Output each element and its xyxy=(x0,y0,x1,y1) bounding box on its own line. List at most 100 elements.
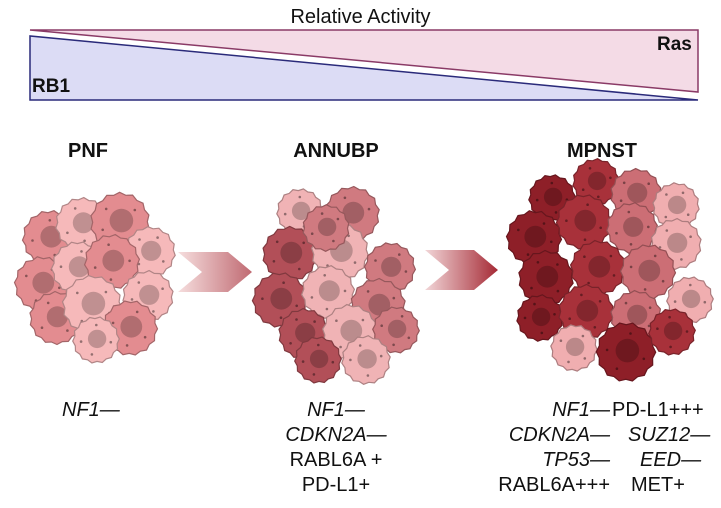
cell-granule xyxy=(554,211,558,214)
cell-granule xyxy=(658,246,662,249)
cell-nucleus xyxy=(576,299,599,322)
cell-granule xyxy=(59,265,63,269)
relative-activity-title: Relative Activity xyxy=(290,6,431,28)
cell-granule xyxy=(648,306,652,310)
cell-granule xyxy=(109,278,113,281)
marker-mpnst-met: MET+ xyxy=(631,474,685,496)
cell-granule xyxy=(609,254,613,258)
cell-nucleus xyxy=(309,349,329,369)
cell-granule xyxy=(689,235,692,238)
cell-granule xyxy=(95,323,98,327)
cell-granule xyxy=(80,250,83,253)
cell-granule xyxy=(535,198,539,202)
cell-granule xyxy=(530,286,533,290)
cell-nucleus xyxy=(588,255,611,278)
cell-granule xyxy=(73,207,77,210)
cell-nucleus xyxy=(667,232,688,253)
marker-annubp-cdkn2a: CDKN2A— xyxy=(285,424,387,446)
cell-nucleus xyxy=(139,284,160,305)
cell-granule xyxy=(629,243,633,246)
cell-granule xyxy=(615,231,618,235)
cell-granule xyxy=(25,274,28,278)
mpnst-cell-cluster xyxy=(505,158,714,382)
stage-title-annubp: ANNUBP xyxy=(293,140,379,162)
cell-granule xyxy=(629,265,633,269)
cell-granule xyxy=(366,290,370,293)
cell-granule xyxy=(332,239,335,243)
cell-granule xyxy=(568,317,571,321)
cell-granule xyxy=(553,313,556,316)
cell-granule xyxy=(137,281,141,284)
cell-granule xyxy=(653,254,657,258)
cell-granule xyxy=(593,326,597,329)
cell-granule xyxy=(619,199,623,202)
cell-granule xyxy=(612,274,616,277)
cell-granule xyxy=(685,330,689,333)
cell-nucleus xyxy=(543,187,563,207)
cell-granule xyxy=(310,296,314,299)
cell-granule xyxy=(295,318,298,321)
cell-granule xyxy=(272,260,276,263)
cell-granule xyxy=(317,343,320,347)
cell-granule xyxy=(392,296,396,300)
cell-granule xyxy=(599,226,602,230)
cell-granule xyxy=(605,348,609,352)
cell-nucleus xyxy=(81,291,106,316)
pnf-cell-cluster xyxy=(13,191,176,364)
cell-granule xyxy=(550,240,553,244)
cell-granule xyxy=(526,253,530,256)
cell-nucleus xyxy=(141,240,162,261)
cell-nucleus xyxy=(623,216,644,237)
cell-granule xyxy=(643,288,647,291)
cell-granule xyxy=(161,287,164,291)
cell-granule xyxy=(542,222,546,225)
marker-mpnst-eed: EED— xyxy=(640,449,702,471)
cell-granule xyxy=(289,342,292,345)
cell-nucleus xyxy=(574,209,597,232)
ras-activity-wedge xyxy=(29,29,699,93)
cell-granule xyxy=(374,259,377,262)
cell-granule xyxy=(323,274,327,277)
cell-granule xyxy=(31,239,34,242)
cell-granule xyxy=(624,301,628,305)
cell-granule xyxy=(622,181,626,185)
cell-granule xyxy=(681,191,685,195)
cell-granule xyxy=(597,195,600,199)
cell-granule xyxy=(353,261,357,264)
cell-granule xyxy=(583,357,587,360)
cell-granule xyxy=(680,258,683,261)
progression-arrow-icon xyxy=(425,250,498,290)
marker-mpnst-pdl1: PD-L1+++ xyxy=(612,399,704,421)
cell-granule xyxy=(46,301,50,305)
cell-nucleus xyxy=(638,259,661,282)
cell-granule xyxy=(583,255,586,258)
cell-granule xyxy=(58,286,61,290)
cell-granule xyxy=(93,266,97,269)
cell-granule xyxy=(540,331,544,335)
cell-granule xyxy=(90,353,94,356)
cell-granule xyxy=(647,324,651,328)
marker-mpnst-nf1: NF1— xyxy=(552,399,610,421)
cell-granule xyxy=(101,228,104,232)
cell-granule xyxy=(66,329,69,332)
cell-nucleus xyxy=(342,201,365,224)
cell-nucleus xyxy=(120,315,143,338)
cell-granule xyxy=(642,357,646,361)
cell-nucleus xyxy=(615,338,640,363)
cell-granule xyxy=(130,298,134,301)
cell-granule xyxy=(565,219,568,222)
cell-granule xyxy=(668,315,671,319)
cell-granule xyxy=(567,360,570,364)
cell-granule xyxy=(583,238,587,241)
cell-granule xyxy=(664,215,668,219)
cell-granule xyxy=(282,281,285,285)
cell-granule xyxy=(536,261,540,264)
cell-nucleus xyxy=(72,212,94,234)
cell-granule xyxy=(407,336,411,340)
cell-granule xyxy=(138,238,141,241)
cell-granule xyxy=(647,182,650,185)
cell-granule xyxy=(581,334,585,338)
cell-granule xyxy=(133,208,137,212)
cell-granule xyxy=(339,345,342,349)
